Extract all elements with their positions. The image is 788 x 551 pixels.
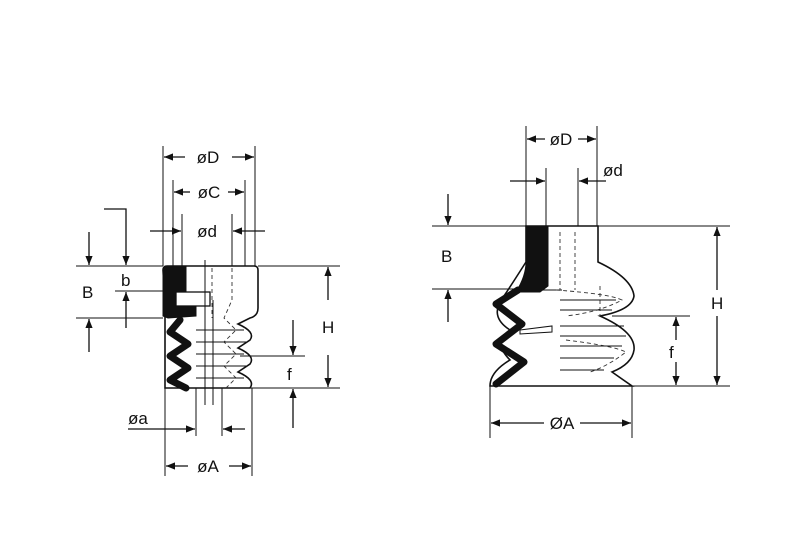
right-label-B: B xyxy=(441,247,452,266)
right-suction-cup-view: øD ød B H f xyxy=(432,126,730,438)
right-label-H: H xyxy=(711,294,723,313)
left-dim-f: f xyxy=(240,320,305,428)
left-label-a: øa xyxy=(128,409,148,428)
right-dim-A: ØA xyxy=(489,386,633,438)
left-dim-D: øD xyxy=(162,146,256,266)
right-label-d: ød xyxy=(603,161,623,180)
right-label-A: ØA xyxy=(550,414,575,433)
right-dim-f: f xyxy=(612,315,690,385)
left-label-H: H xyxy=(322,318,334,337)
right-dim-d: ød xyxy=(510,161,623,226)
left-suction-cup-view: øD øC ød b xyxy=(76,146,340,476)
left-dim-d: ød xyxy=(150,214,265,266)
left-dim-A: øA xyxy=(164,388,253,476)
left-label-b: b xyxy=(121,271,130,290)
left-dim-C: øC xyxy=(172,180,246,266)
right-dim-H: H xyxy=(598,225,730,387)
left-label-f: f xyxy=(287,365,292,384)
right-dim-B: B xyxy=(432,194,526,322)
right-label-D: øD xyxy=(550,130,573,149)
left-dim-B: B xyxy=(76,232,163,352)
left-dim-b: b xyxy=(104,208,176,328)
left-dim-H: H xyxy=(250,265,340,389)
right-cup-body xyxy=(489,225,635,388)
right-dim-D: øD xyxy=(525,126,598,226)
left-label-d: ød xyxy=(197,222,217,241)
left-label-B: B xyxy=(82,283,93,302)
left-dim-a: øa xyxy=(128,388,245,436)
right-label-f: f xyxy=(669,343,674,362)
left-label-C: øC xyxy=(198,183,221,202)
left-cup-body xyxy=(162,260,259,405)
left-label-D: øD xyxy=(197,148,220,167)
left-label-A: øA xyxy=(197,457,219,476)
